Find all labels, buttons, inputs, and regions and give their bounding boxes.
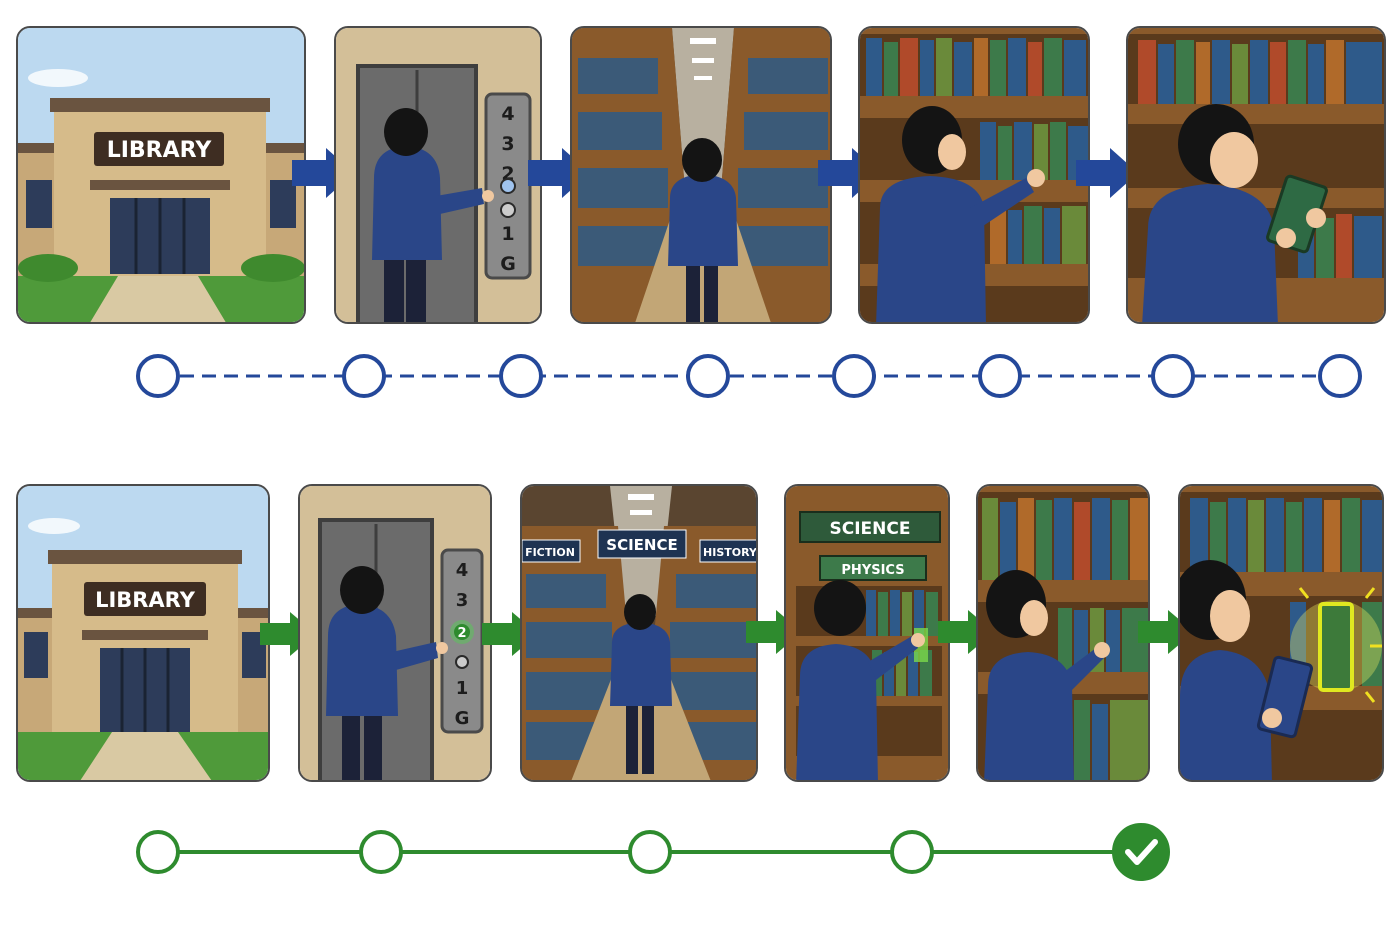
top-timeline [136,354,1362,398]
shelf-sign: SCIENCE [830,519,911,539]
floor-button-2-lit: 2 [457,626,466,641]
top-timeline-node-6 [978,354,1022,398]
floor-button-g: G [455,708,470,729]
floor-button-1: 1 [501,223,514,245]
top-panel-library-exterior: LIBRARY [16,26,306,324]
top-panel-reaching-shelf [858,26,1090,324]
floor-button-3: 3 [501,133,514,155]
aisle-sign-center: SCIENCE [606,536,677,554]
top-panel-holding-book [1126,26,1386,324]
library-exterior-illustration: LIBRARY [18,28,304,322]
bottom-panel-library-exterior: LIBRARY [16,484,270,782]
top-timeline-node-2 [342,354,386,398]
bottom-panel-science-shelf: SCIENCE PHYSICS [784,484,950,782]
bottom-timeline-node-1 [136,830,180,874]
library-sign: LIBRARY [95,588,196,612]
aisle-sign-right: HISTORY [703,546,758,559]
bottom-timeline-node-2 [359,830,403,874]
science-shelf-illustration: SCIENCE PHYSICS [786,486,948,780]
bottom-timeline-node-5 [1112,823,1170,881]
bottom-panel-library-aisle: SCIENCE FICTION HISTORY [520,484,758,782]
glowing-book-illustration [1180,486,1382,780]
floor-button-1: 1 [456,678,469,699]
library-aisle-illustration: SCIENCE FICTION HISTORY [522,486,758,780]
reaching-shelf-illustration [860,28,1088,322]
shelf-subsign: PHYSICS [841,563,904,578]
elevator-illustration: 4 3 1 G 2 [300,486,490,780]
top-timeline-node-5 [832,354,876,398]
arrow-right-icon [1076,148,1138,198]
bottom-timeline [136,823,1170,881]
bottom-panel-reaching-book [976,484,1150,782]
floor-button-g: G [500,253,516,275]
top-timeline-node-3 [499,354,543,398]
bottom-timeline-node-4 [890,830,934,874]
library-exterior-illustration: LIBRARY [18,486,268,780]
floor-button-4: 4 [501,103,514,125]
floor-button-4: 4 [456,560,469,581]
reaching-book-illustration [978,486,1148,780]
bottom-panel-elevator: 4 3 1 G 2 [298,484,492,782]
top-panel-elevator: 4 3 2 1 G [334,26,542,324]
top-timeline-node-1 [136,354,180,398]
library-sign: LIBRARY [107,138,213,163]
aisle-sign-left: FICTION [525,546,575,559]
bottom-panel-glowing-book [1178,484,1384,782]
library-aisle-illustration [572,28,830,322]
checkmark-icon [1125,839,1158,865]
floor-button-3: 3 [456,590,469,611]
top-timeline-node-8 [1318,354,1362,398]
top-timeline-node-7 [1151,354,1195,398]
holding-book-illustration [1128,28,1384,322]
top-timeline-node-4 [686,354,730,398]
bottom-timeline-node-3 [628,830,672,874]
top-panel-library-aisle [570,26,832,324]
elevator-illustration: 4 3 2 1 G [336,28,540,322]
